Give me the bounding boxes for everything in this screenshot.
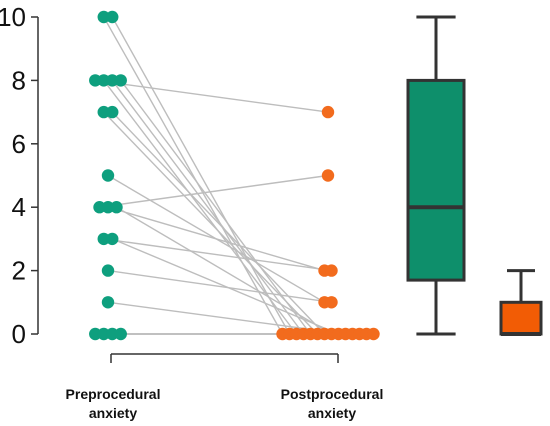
pre-point	[101, 296, 115, 309]
y-tick-label: 0	[12, 319, 26, 349]
pair-line	[103, 16, 284, 335]
x-category-label: anxiety	[89, 405, 137, 421]
pre-point	[93, 201, 106, 214]
pair-line	[99, 174, 329, 208]
pre-point	[97, 327, 110, 341]
pre-point	[101, 264, 115, 277]
y-tick-label: 10	[0, 2, 26, 32]
pre-point	[101, 169, 115, 182]
post-point	[325, 264, 338, 277]
pair-lines	[95, 16, 374, 335]
x-category-label: Postprocedural	[281, 386, 384, 402]
y-axis: 0 2 4 6 8 10	[0, 2, 39, 349]
pair-line	[116, 206, 332, 335]
boxplot-post	[499, 269, 543, 336]
pre-point	[106, 327, 119, 341]
pre-point	[114, 74, 127, 87]
boxplot-pre	[406, 15, 466, 336]
pair-line	[103, 238, 332, 272]
y-tick-label: 8	[12, 65, 26, 95]
post-point	[367, 327, 380, 341]
pre-points	[89, 10, 127, 341]
pair-line	[111, 111, 326, 335]
post-points	[276, 105, 380, 341]
boxplots	[406, 15, 543, 336]
pre-point	[97, 74, 110, 87]
box-iqr	[499, 300, 543, 336]
post-point	[325, 296, 338, 309]
pre-point	[106, 10, 119, 24]
pre-point	[97, 105, 110, 119]
pre-point	[106, 105, 119, 119]
pair-line	[107, 269, 332, 303]
pre-point	[89, 327, 102, 341]
pre-point	[101, 201, 115, 214]
post-point	[321, 169, 335, 182]
x-labels: Preprocedural anxiety Postprocedural anxiet…	[66, 386, 384, 421]
box-iqr	[406, 78, 466, 282]
pre-point	[89, 74, 102, 87]
pre-point	[114, 327, 127, 341]
pair-line	[111, 238, 339, 335]
pair-line	[95, 79, 329, 113]
post-point	[321, 105, 335, 119]
pre-point	[106, 74, 119, 87]
pair-line	[103, 79, 298, 335]
x-category-label: Preprocedural	[66, 386, 161, 402]
y-tick-label: 4	[12, 192, 26, 222]
y-tick-label: 6	[12, 129, 26, 159]
pre-point	[106, 232, 119, 246]
pre-point	[97, 232, 110, 246]
x-category-label: anxiety	[308, 405, 356, 421]
pair-line	[120, 79, 312, 335]
pair-line	[107, 206, 325, 272]
pair-line	[111, 79, 305, 335]
pre-point	[110, 201, 123, 214]
pre-point	[97, 10, 110, 24]
y-tick-label: 2	[12, 256, 26, 286]
x-axis	[110, 353, 339, 363]
pair-line	[111, 16, 291, 335]
pair-line	[103, 111, 319, 335]
